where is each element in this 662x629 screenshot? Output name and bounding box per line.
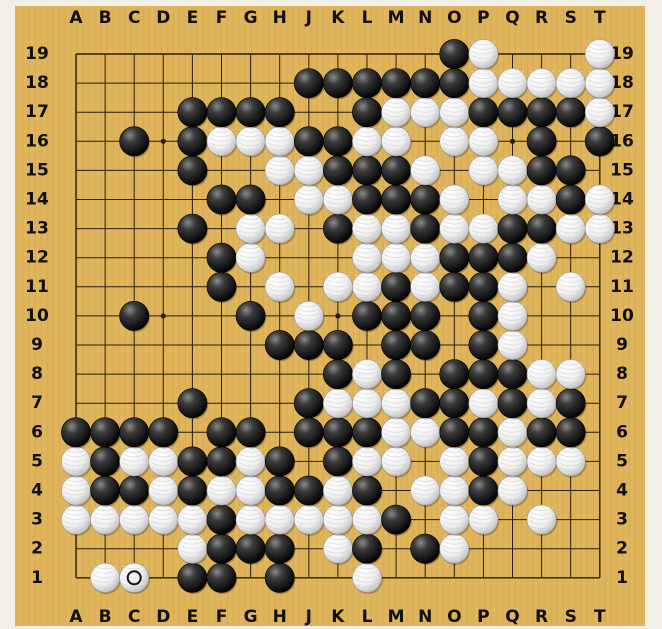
column-label-bottom: L xyxy=(362,607,373,626)
row-label-left: 18 xyxy=(25,73,49,93)
row-label-left: 8 xyxy=(31,364,43,384)
column-label-bottom: R xyxy=(535,607,548,626)
row-label-right: 9 xyxy=(616,335,628,355)
column-label-bottom: M xyxy=(388,607,405,626)
column-label-top: F xyxy=(216,8,228,28)
column-label-bottom: J xyxy=(305,607,312,626)
column-label-bottom: Q xyxy=(505,607,519,626)
column-label-top: T xyxy=(594,8,606,28)
column-label-bottom: N xyxy=(418,607,432,626)
column-label-top: O xyxy=(447,8,461,28)
column-label-top: M xyxy=(388,8,405,28)
row-label-left: 3 xyxy=(31,510,43,530)
row-label-left: 16 xyxy=(25,131,49,151)
column-label-top: Q xyxy=(505,8,519,28)
row-label-left: 1 xyxy=(31,568,43,588)
column-label-bottom: O xyxy=(447,607,461,626)
row-label-right: 4 xyxy=(616,481,628,501)
row-label-right: 10 xyxy=(610,306,634,326)
column-label-bottom: K xyxy=(331,607,345,626)
row-label-left: 12 xyxy=(25,248,49,268)
column-label-top: C xyxy=(128,8,140,28)
column-label-top: B xyxy=(99,8,112,28)
row-label-left: 7 xyxy=(31,393,43,413)
column-label-top: H xyxy=(273,8,287,28)
row-label-left: 2 xyxy=(31,539,43,559)
column-label-bottom: B xyxy=(99,607,112,626)
column-label-top: G xyxy=(244,8,258,28)
go-board[interactable]: AABBCCDDEEFFGGHHJJKKLLMMNNOOPPQQRRSSTT19… xyxy=(15,6,645,626)
row-label-left: 13 xyxy=(25,219,49,239)
column-label-top: J xyxy=(305,8,312,28)
row-label-right: 1 xyxy=(616,568,628,588)
column-label-top: R xyxy=(535,8,548,28)
column-label-bottom: A xyxy=(69,607,83,626)
row-label-left: 6 xyxy=(31,422,43,442)
row-label-right: 11 xyxy=(610,277,634,297)
row-label-right: 15 xyxy=(610,160,634,180)
column-label-bottom: P xyxy=(477,607,489,626)
row-label-left: 19 xyxy=(25,44,49,64)
column-label-bottom: D xyxy=(156,607,170,626)
row-label-right: 3 xyxy=(616,510,628,530)
row-label-left: 17 xyxy=(25,102,49,122)
column-label-top: S xyxy=(565,8,577,28)
row-label-left: 15 xyxy=(25,160,49,180)
column-label-bottom: C xyxy=(128,607,140,626)
star-point xyxy=(510,139,515,144)
row-label-right: 8 xyxy=(616,364,628,384)
column-label-bottom: E xyxy=(187,607,199,626)
row-label-right: 2 xyxy=(616,539,628,559)
row-label-left: 9 xyxy=(31,335,43,355)
row-label-left: 11 xyxy=(25,277,49,297)
column-label-top: K xyxy=(331,8,345,28)
star-point xyxy=(161,139,166,144)
column-label-bottom: T xyxy=(594,607,606,626)
column-label-top: E xyxy=(187,8,199,28)
column-label-top: N xyxy=(418,8,432,28)
column-label-bottom: S xyxy=(565,607,577,626)
column-label-top: L xyxy=(362,8,373,28)
row-label-left: 10 xyxy=(25,306,49,326)
star-point xyxy=(335,313,340,318)
column-label-top: A xyxy=(69,8,83,28)
column-label-top: P xyxy=(477,8,489,28)
row-label-left: 14 xyxy=(25,190,49,210)
column-label-bottom: G xyxy=(244,607,258,626)
column-label-top: D xyxy=(156,8,170,28)
row-label-right: 5 xyxy=(616,451,628,471)
board-svg[interactable]: AABBCCDDEEFFGGHHJJKKLLMMNNOOPPQQRRSSTT19… xyxy=(15,6,645,626)
row-label-left: 4 xyxy=(31,481,43,501)
row-label-right: 7 xyxy=(616,393,628,413)
column-label-bottom: H xyxy=(273,607,287,626)
star-point xyxy=(161,313,166,318)
row-label-right: 6 xyxy=(616,422,628,442)
row-label-right: 12 xyxy=(610,248,634,268)
column-label-bottom: F xyxy=(216,607,228,626)
row-label-left: 5 xyxy=(31,451,43,471)
